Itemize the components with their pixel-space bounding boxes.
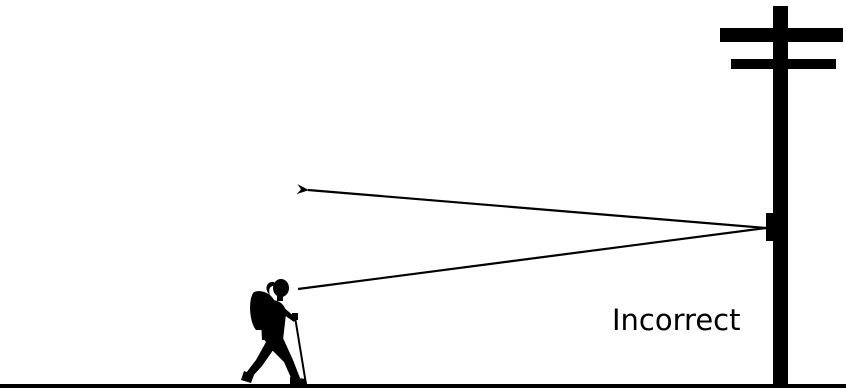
outgoing-ray-arrow	[308, 190, 766, 228]
pole-crossarm-lower	[731, 59, 836, 69]
pole-mounted-sensor-icon	[766, 213, 777, 241]
trekking-pole-grip	[292, 313, 298, 320]
hiker-head	[273, 279, 289, 297]
incoming-ray	[298, 228, 766, 289]
ground-line	[0, 384, 846, 388]
pole-crossarm-upper	[720, 28, 843, 42]
incorrect-label: Incorrect	[612, 306, 740, 335]
